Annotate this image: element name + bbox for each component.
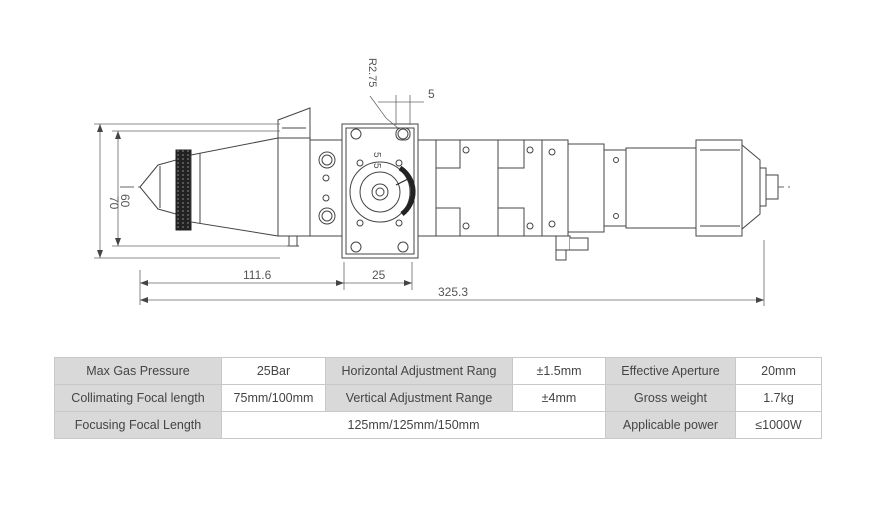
applicable-power-value: ≤1000W [735, 411, 822, 439]
dimension-height-inner: 60 [118, 194, 132, 208]
table-row: Focusing Focal Length 125mm/125mm/150mm … [54, 411, 822, 439]
vertical-adjustment-label: Vertical Adjustment Range [325, 384, 513, 412]
focusing-focal-length-value: 125mm/125mm/150mm [221, 411, 606, 439]
gross-weight-value: 1.7kg [735, 384, 822, 412]
dimension-radius: R2.75 [366, 58, 378, 87]
laser-head-technical-drawing: 70 60 111.6 25 325.3 R2.75 5 5 5 [94, 58, 790, 306]
dimension-front-length: 111.6 [243, 268, 272, 282]
dimension-lines [94, 95, 765, 306]
table-row: Max Gas Pressure 25Bar Horizontal Adjust… [54, 357, 822, 385]
horizontal-adjustment-value: ±1.5mm [512, 357, 606, 385]
dimension-slot-width: 5 [428, 87, 435, 101]
dimension-arrows [97, 124, 764, 303]
applicable-power-label: Applicable power [605, 411, 736, 439]
effective-aperture-value: 20mm [735, 357, 822, 385]
gross-weight-label: Gross weight [605, 384, 736, 412]
laser-head-outline [120, 107, 790, 261]
effective-aperture-label: Effective Aperture [605, 357, 736, 385]
vertical-adjustment-value: ±4mm [512, 384, 606, 412]
specifications-table: Max Gas Pressure 25Bar Horizontal Adjust… [54, 357, 822, 439]
dial-scale-mark-1: 5 [371, 152, 382, 158]
collimating-focal-length-label: Collimating Focal length [54, 384, 222, 412]
dimension-height-outer: 70 [107, 196, 121, 210]
focusing-focal-length-label: Focusing Focal Length [54, 411, 222, 439]
dimension-block-width: 25 [372, 268, 386, 282]
horizontal-adjustment-label: Horizontal Adjustment Rang [325, 357, 513, 385]
table-row: Collimating Focal length 75mm/100mm Vert… [54, 384, 822, 412]
dimension-overall-length: 325.3 [438, 285, 468, 299]
max-gas-pressure-value: 25Bar [221, 357, 326, 385]
collimating-focal-length-value: 75mm/100mm [221, 384, 326, 412]
dial-scale-mark-2: 5 [371, 163, 382, 169]
max-gas-pressure-label: Max Gas Pressure [54, 357, 222, 385]
